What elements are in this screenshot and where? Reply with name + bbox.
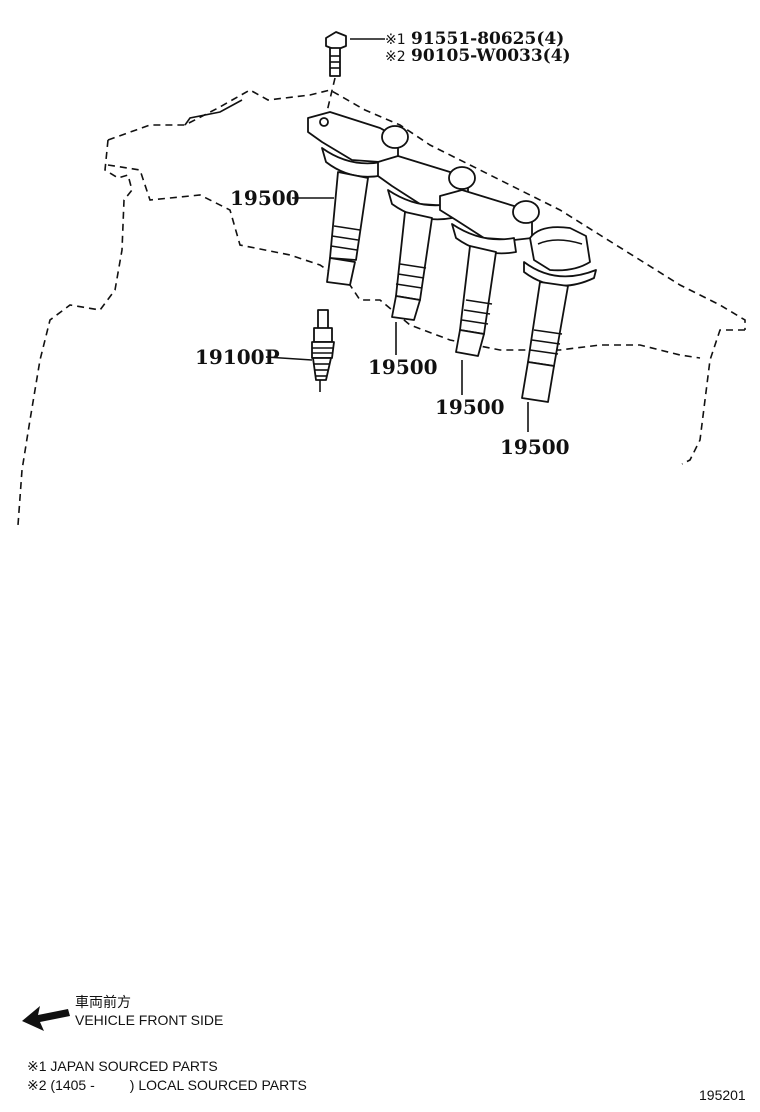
coil-1-part-number: 19500 xyxy=(230,186,300,210)
leader-lines xyxy=(265,38,529,432)
arrow-left-icon xyxy=(22,1006,70,1031)
bolt-part xyxy=(324,31,347,121)
note-japan-sourced: ※1 JAPAN SOURCED PARTS xyxy=(27,1058,218,1074)
diagram-id: 195201 xyxy=(699,1087,746,1103)
spark-plug-part-number: 19100P xyxy=(195,345,280,369)
ignition-coil-1 xyxy=(307,111,409,286)
front-label-jp: 車両前方 xyxy=(75,994,131,1010)
coil-4-part-number: 19500 xyxy=(500,435,570,459)
front-label-en: VEHICLE FRONT SIDE xyxy=(75,1012,224,1028)
ignition-coil-3 xyxy=(439,189,540,357)
spark-plug-part xyxy=(311,309,335,392)
coil-2-part-number: 19500 xyxy=(368,355,438,379)
ref2-part-number: 90105-W0033(4) xyxy=(411,46,571,66)
ignition-coil-4 xyxy=(521,226,597,403)
engine-outline xyxy=(17,89,746,526)
coil-3-part-number: 19500 xyxy=(435,395,505,419)
ref1-part-number: 91551-80625(4) xyxy=(411,29,564,49)
note-local-sourced: ※2 (1405 - ) LOCAL SOURCED PARTS xyxy=(27,1077,307,1093)
ref1-mark: ※1 xyxy=(385,32,406,48)
ref2-mark: ※2 xyxy=(385,49,406,65)
ignition-coil-2 xyxy=(377,155,476,321)
